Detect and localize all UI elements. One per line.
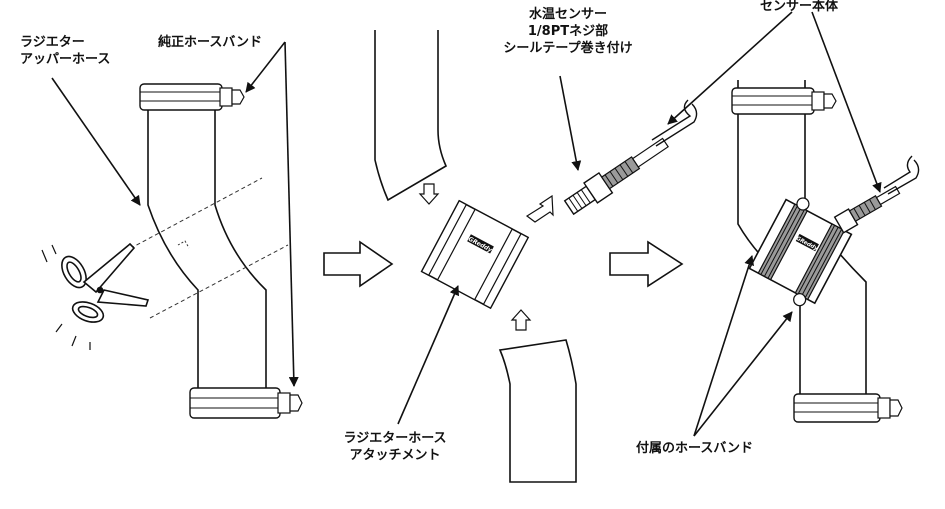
stock-hose-band-bottom	[189, 387, 303, 419]
arrow-band-bottom	[284, 41, 299, 387]
arrow-sensor-body-1	[667, 11, 793, 125]
arrow-included-band-2	[693, 311, 793, 437]
radiator-hose-attachment: GReddy	[420, 199, 530, 310]
scissors-icon	[41, 242, 150, 350]
label-sensor-body: センサー本体	[760, 0, 839, 14]
label-radiator-upper-hose: ラジエター アッパーホース	[20, 34, 110, 68]
label-water-temp-sensor: 水温センサー 1/8PTネジ部 シールテープ巻き付け	[478, 6, 658, 57]
installed-band-top	[731, 87, 837, 115]
panel-2-exploded: GReddy	[374, 30, 698, 483]
upper-cut-hose	[374, 30, 448, 202]
arrow-upper-hose	[51, 77, 141, 206]
label-line: アタッチメント	[349, 448, 441, 463]
step-arrow-1	[323, 240, 394, 288]
small-arrow-down	[418, 183, 440, 205]
label-line: アッパーホース	[20, 52, 111, 67]
label-line: 水温センサー	[528, 7, 607, 22]
label-line: 1/8PTネジ部	[527, 24, 609, 39]
stock-hose-band-top	[139, 83, 245, 111]
label-line: ラジエター	[20, 35, 85, 50]
installed-band-bottom	[793, 393, 903, 423]
arrow-attachment	[397, 285, 459, 425]
label-line: ラジエターホース	[343, 431, 447, 446]
label-stock-hose-band: 純正ホースバンド	[158, 35, 263, 50]
arrow-band-top	[245, 41, 286, 93]
label-radiator-hose-attachment: ラジエターホース アタッチメント	[335, 430, 455, 464]
installed-sensor	[833, 185, 901, 234]
small-arrow-left	[525, 194, 554, 223]
panel-1-original-hose	[41, 41, 303, 419]
label-line: シールテープ巻き付け	[503, 41, 633, 56]
arrow-sensor-thread	[559, 75, 582, 171]
lower-cut-hose	[498, 339, 577, 483]
panel-3-installed: GReddy	[667, 11, 920, 437]
upper-hose-outline	[147, 95, 199, 410]
cut-line-lower	[149, 244, 289, 319]
arrow-sensor-body-2	[811, 11, 882, 193]
label-included-hose-band: 付属のホースバンド	[636, 441, 754, 456]
arrow-included-band-1	[693, 255, 754, 437]
cut-line-upper	[117, 177, 263, 256]
small-arrow-up	[510, 309, 532, 331]
installed-attachment: GReddy	[748, 197, 853, 307]
step-arrow-2	[609, 240, 684, 288]
water-temp-sensor	[563, 137, 669, 216]
sensor-wire	[651, 99, 692, 141]
